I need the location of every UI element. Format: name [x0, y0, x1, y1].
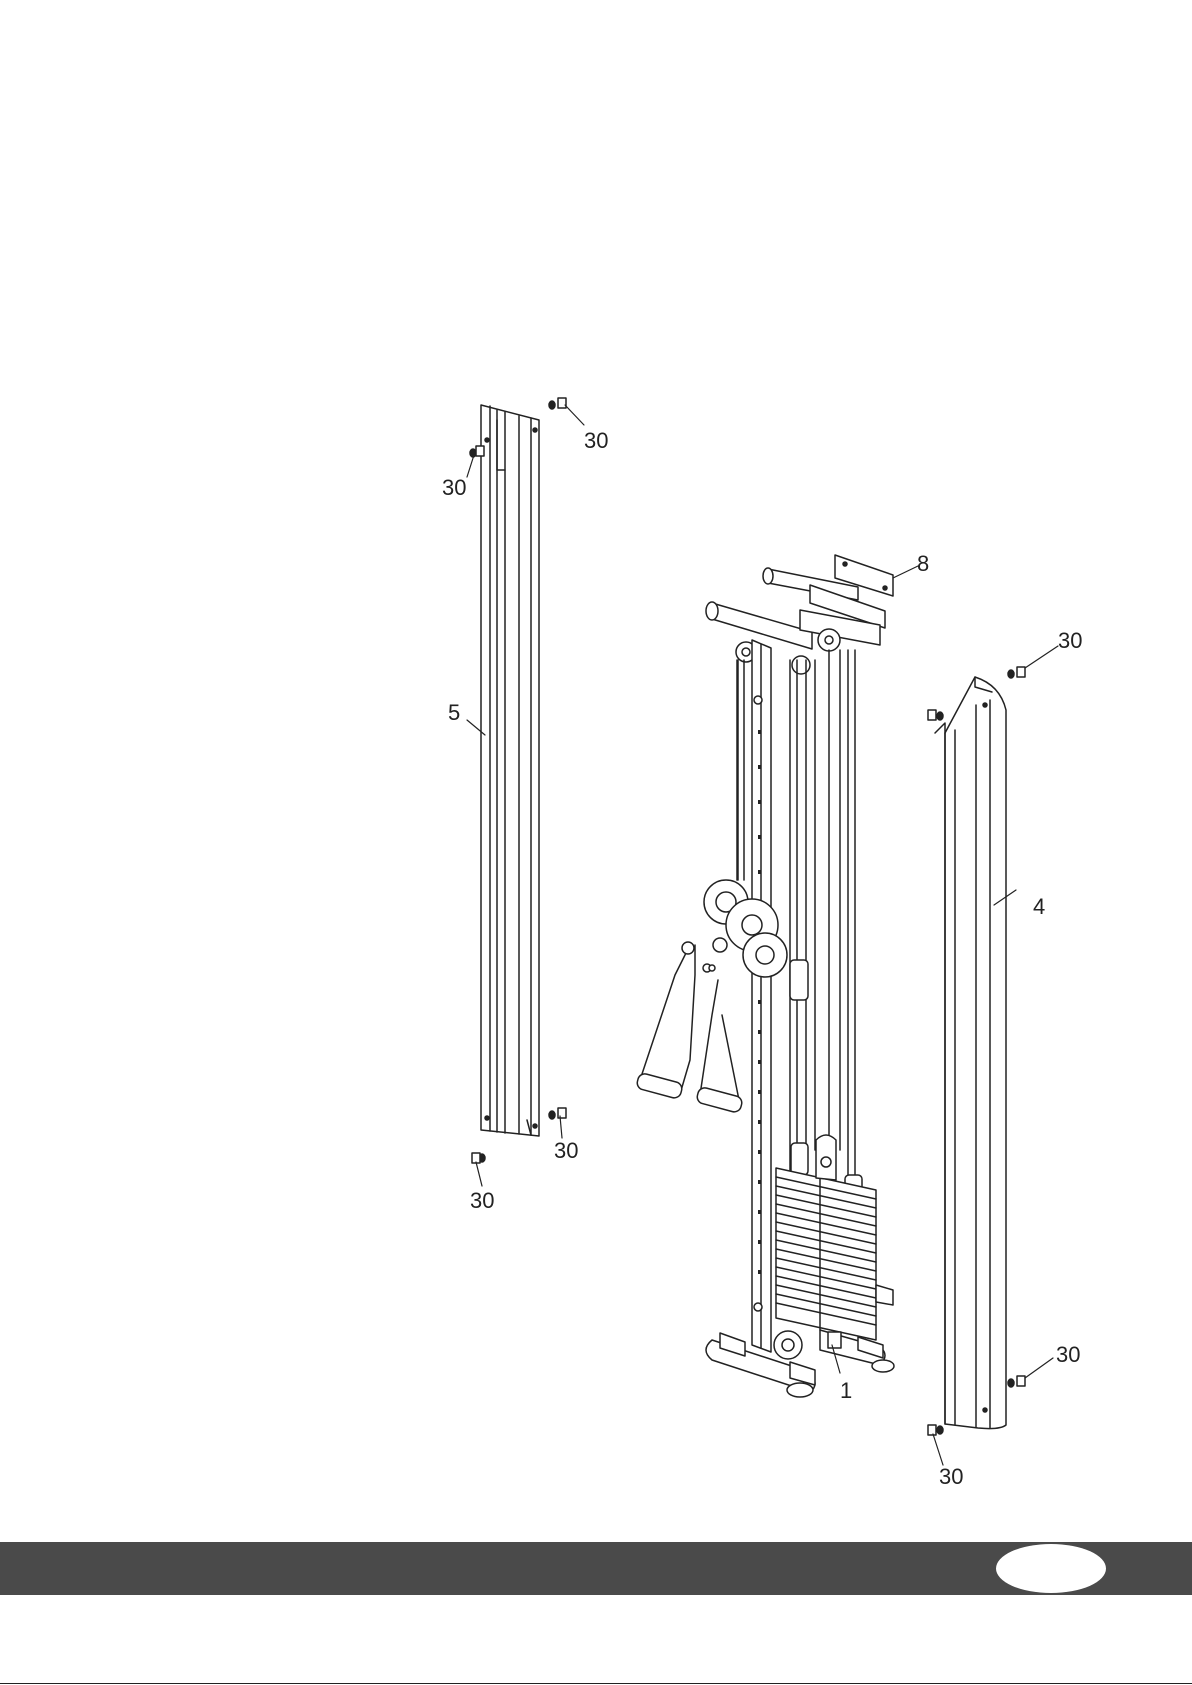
right-cover-panel — [935, 677, 1006, 1429]
label-part-5: 5 — [448, 700, 460, 725]
label-screw-30: 30 — [584, 428, 608, 453]
label-screw-30: 30 — [442, 475, 466, 500]
label-part-4: 4 — [1033, 894, 1045, 919]
base-frame — [706, 1330, 894, 1397]
label-screw-30: 30 — [939, 1464, 963, 1489]
label-screw-30: 30 — [1056, 1342, 1080, 1367]
left-cover-panel — [481, 405, 539, 1136]
top-frame — [706, 555, 893, 674]
page-number-oval — [996, 1544, 1106, 1593]
main-upright — [752, 640, 771, 1352]
label-screw-30: 30 — [1058, 628, 1082, 653]
label-screw-30: 30 — [470, 1188, 494, 1213]
bottom-rule — [0, 1683, 1192, 1684]
label-part-1: 1 — [840, 1378, 852, 1403]
label-part-8: 8 — [917, 551, 929, 576]
label-screw-30: 30 — [554, 1138, 578, 1163]
